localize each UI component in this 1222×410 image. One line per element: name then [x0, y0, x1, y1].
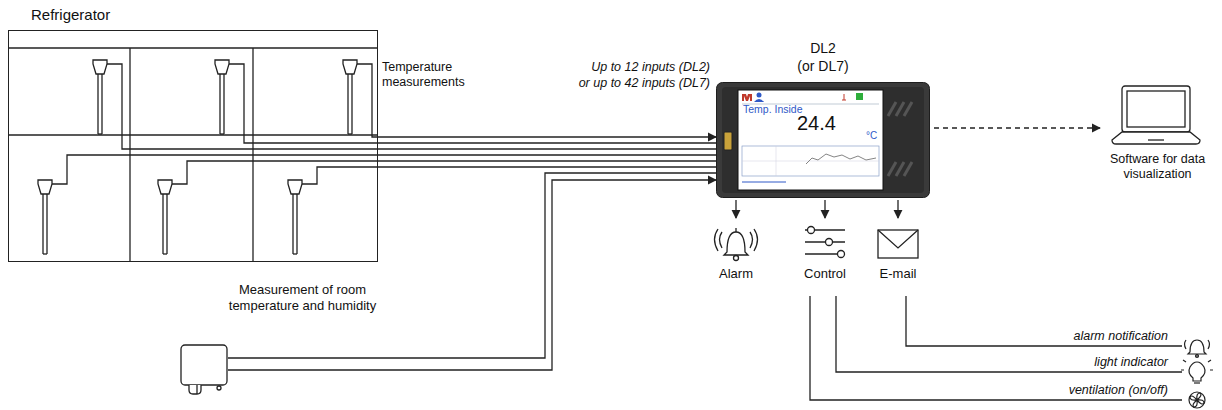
node-caption: Software for data visualization [1100, 152, 1215, 182]
fridge-shelf [8, 134, 378, 135]
light-bulb-symbol [1181, 354, 1213, 383]
laptop-symbol [1108, 82, 1204, 152]
connector [378, 136, 716, 137]
refrigerator-box: Refrigerator [8, 30, 378, 262]
device-name: (or DL7) [716, 58, 930, 75]
alarm-node: Alarm [711, 220, 761, 292]
control-wire [836, 296, 1182, 372]
temperature-probe [93, 60, 716, 149]
connector [228, 180, 716, 370]
screen-title: Temp. Inside [743, 103, 803, 116]
temperature-probe [343, 60, 378, 137]
fan-symbol [1189, 392, 1205, 408]
output-label: light indicator [1000, 355, 1168, 370]
alarm-symbol [711, 220, 761, 264]
temperature-probe [158, 161, 716, 254]
email-node: E-mail [872, 220, 924, 292]
node-caption: E-mail [862, 266, 934, 282]
probe-wire [302, 167, 716, 184]
software-node: Software for data visualization [1100, 80, 1215, 195]
output-label: ventilation (on/off) [1000, 383, 1168, 398]
output-label: alarm notification [1000, 329, 1168, 344]
screen-value: 24.4 [797, 111, 836, 135]
control-sliders-symbol [797, 220, 853, 264]
connector [934, 127, 1100, 128]
logger-device-body [716, 82, 930, 198]
fridge-top-band [8, 47, 378, 48]
room-sensor: Measurement of room temperature and humi… [180, 344, 228, 398]
sensor-wire [228, 173, 716, 358]
temperature-probe [38, 155, 716, 254]
temperature-probe [215, 60, 716, 143]
connector [897, 200, 898, 218]
screen-unit: °C [866, 130, 877, 142]
connector [735, 200, 736, 218]
probe-wire [229, 64, 716, 143]
node-heading: Refrigerator [31, 6, 110, 24]
device-name: DL2 [716, 40, 930, 57]
room-sensor-symbol [179, 343, 229, 397]
node-caption: Control [787, 266, 863, 282]
email-wire [906, 296, 1182, 346]
input-count-note: or up to 42 inputs (DL7) [540, 76, 710, 91]
control-wire [810, 296, 1182, 400]
input-count-note: Up to 12 inputs (DL2) [540, 60, 710, 75]
control-node: Control [797, 220, 853, 292]
sensor-caption: Measurement of room temperature and humi… [210, 282, 395, 313]
envelope-symbol [872, 220, 924, 264]
logger-device: DL2(or DL7) [716, 82, 930, 198]
probe-wire [357, 64, 378, 137]
connector [824, 200, 825, 218]
edge-label: Temperature measurements [382, 60, 465, 90]
node-caption: Alarm [701, 266, 771, 282]
